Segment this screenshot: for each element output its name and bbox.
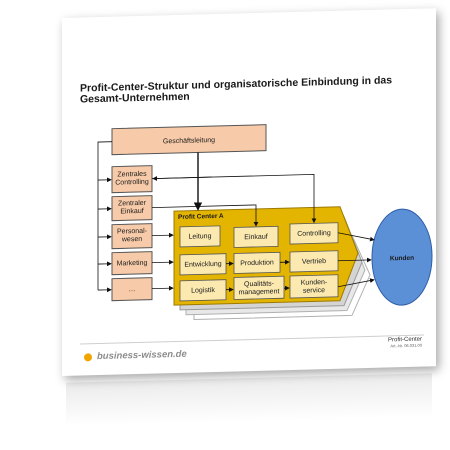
arrow-personal-to-pc bbox=[152, 232, 174, 238]
kunden-label: Kunden bbox=[390, 255, 414, 263]
svg-text:ZentralesControlling: ZentralesControlling bbox=[115, 171, 149, 187]
arrow-ze-to-einkauf bbox=[152, 204, 259, 227]
vertrieb-label: Vertrieb bbox=[302, 258, 326, 266]
svg-text:Kunden-service: Kunden-service bbox=[301, 279, 328, 295]
produktion-label: Produktion bbox=[240, 259, 274, 267]
brand-dot-icon bbox=[84, 352, 92, 361]
logistik-label: Logistik bbox=[191, 287, 215, 295]
entwicklung-label: Entwicklung bbox=[184, 261, 221, 269]
kundenservice-box bbox=[289, 274, 339, 299]
arrow-controlling-kunden bbox=[337, 232, 375, 242]
arrow-zc-back bbox=[152, 176, 212, 181]
arrow-vertrieb-kunden bbox=[338, 257, 372, 263]
brand-text: business-wissen.de bbox=[97, 348, 187, 363]
connector-gl-left-bracket bbox=[97, 141, 112, 291]
qualitaetsmanagement-box bbox=[233, 275, 285, 300]
einkauf-label: Einkauf bbox=[244, 234, 267, 242]
kunden-ellipse bbox=[371, 208, 433, 306]
more-label: … bbox=[129, 286, 136, 293]
marketing-label: Marketing bbox=[117, 260, 148, 268]
zentraler-einkauf-label: Zentraler bbox=[118, 200, 147, 208]
geschaeftsleitung-label: Geschäftsleitung bbox=[163, 137, 215, 145]
svg-text:ZentralerEinkauf: ZentralerEinkauf bbox=[118, 200, 147, 216]
qualitaetsmanagement-label: Qualitäts- bbox=[244, 280, 275, 288]
kundenservice-label: Kunden- bbox=[301, 279, 328, 287]
org-diagram: Profit Center A Geschäftsleitung Zentral… bbox=[97, 124, 433, 321]
leitung-label: Leitung bbox=[189, 233, 212, 241]
profit-center-a-label: Profit Center A bbox=[178, 213, 224, 221]
einkauf-box bbox=[233, 225, 279, 248]
personalwesen-label: Personal- bbox=[117, 228, 148, 236]
svg-text:Qualitäts-management: Qualitäts-management bbox=[239, 280, 280, 296]
page-reflection bbox=[66, 373, 432, 427]
footer-brand: business-wissen.de bbox=[84, 349, 187, 363]
svg-text:Personal-wesen: Personal-wesen bbox=[117, 228, 148, 244]
arrow-marketing-to-pc bbox=[152, 259, 174, 265]
document-page: Profit-Center-Struktur und organisatoris… bbox=[62, 8, 436, 377]
footer-meta: Profit-Center Art.-Nr. 06.031.00 bbox=[388, 337, 422, 349]
controlling-label: Controlling bbox=[297, 230, 331, 238]
arrow-kundenservice-kunden bbox=[337, 278, 375, 288]
leitung-box bbox=[179, 225, 221, 248]
zentrales-controlling-label: Zentrales bbox=[117, 171, 147, 179]
footer-article-number: Art.-Nr. 06.031.00 bbox=[390, 342, 422, 349]
arrow-more-to-pc bbox=[152, 285, 174, 291]
